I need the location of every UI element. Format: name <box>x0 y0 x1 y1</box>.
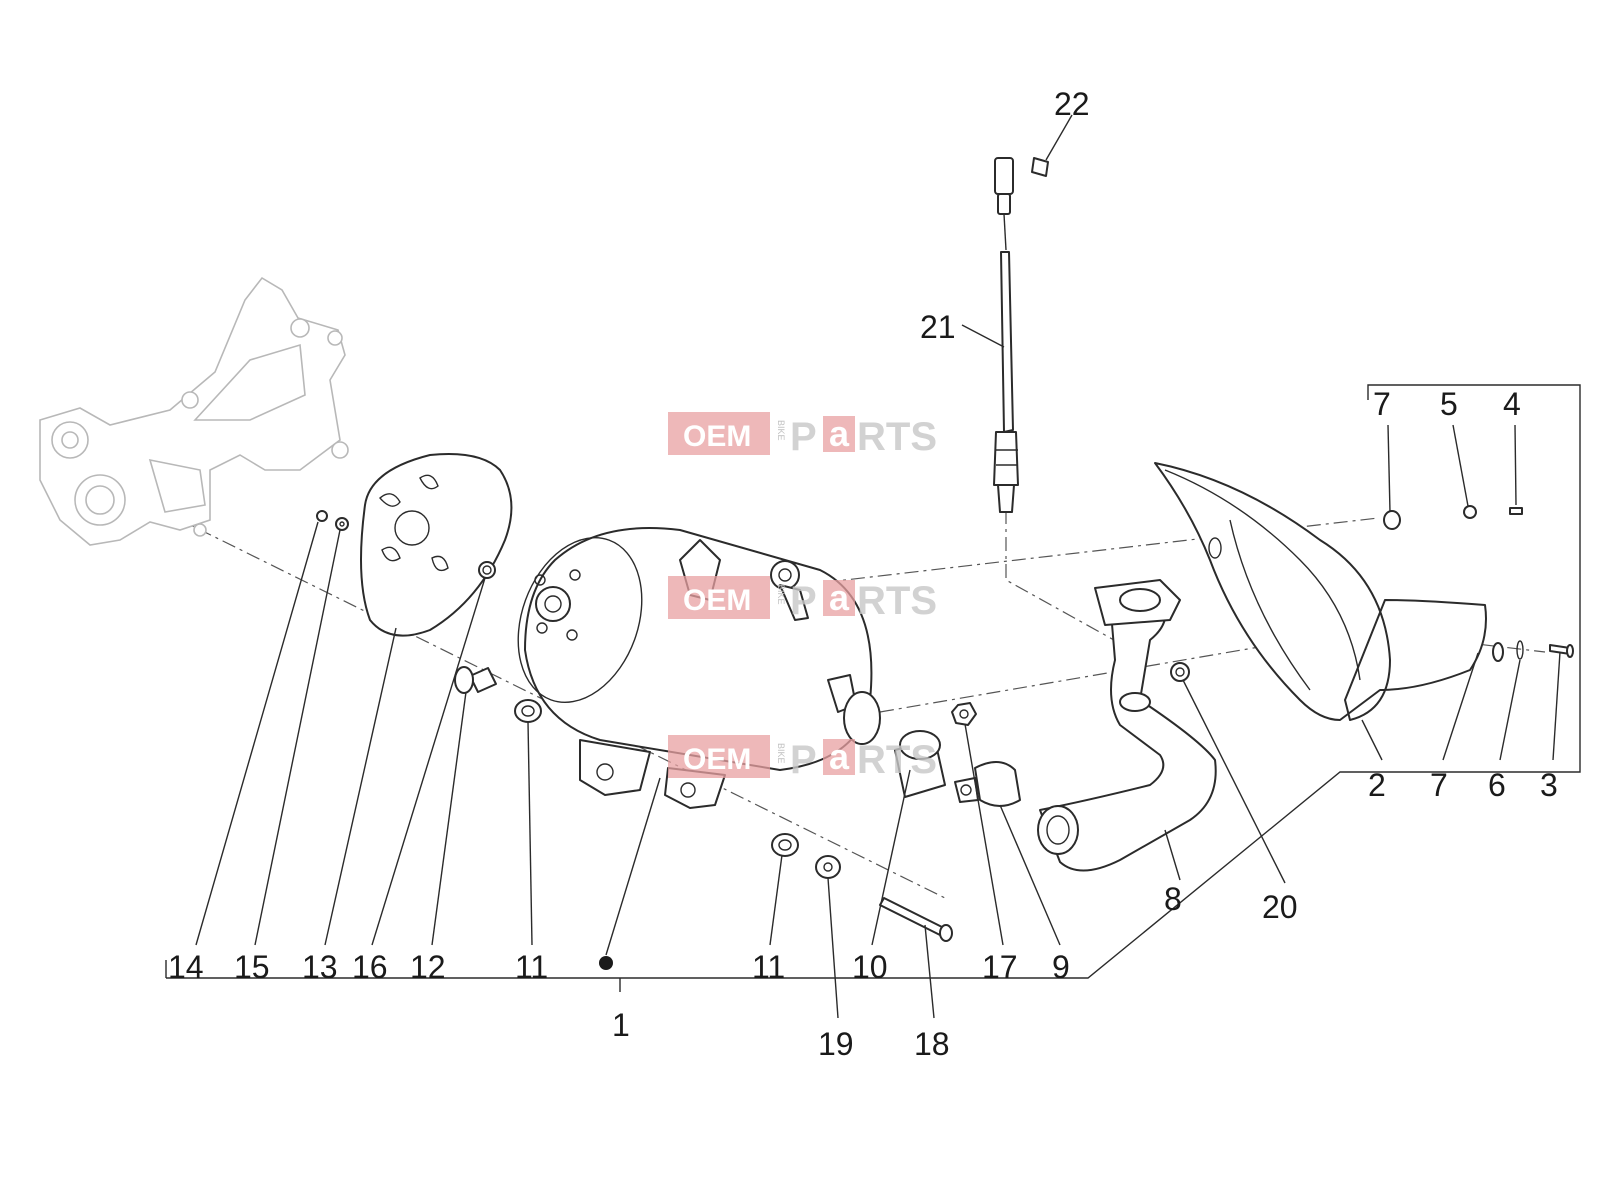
guard-washer <box>1463 505 1477 519</box>
assembly-group-bracket <box>165 384 1581 992</box>
callout-12: 12 <box>410 949 446 985</box>
cover-washer <box>335 517 349 531</box>
lambda-sensor <box>993 157 1019 513</box>
callout-7-top: 7 <box>1373 386 1391 422</box>
clamp-nut <box>951 702 977 726</box>
callout-16: 16 <box>352 949 388 985</box>
guard-screw-lower <box>1549 644 1574 658</box>
callout-22: 22 <box>1054 86 1090 122</box>
callout-13: 13 <box>302 949 338 985</box>
svg-text:OEM: OEM <box>683 743 751 776</box>
guard-screw-upper <box>1509 507 1523 515</box>
callout-18: 18 <box>914 1026 950 1062</box>
svg-text:a: a <box>829 736 850 777</box>
exhaust-manifold <box>1037 579 1217 872</box>
callout-7-bottom: 7 <box>1430 767 1448 803</box>
spacer-bushing <box>454 666 497 694</box>
svg-text:a: a <box>829 577 850 618</box>
svg-text:RTS: RTS <box>857 415 937 459</box>
callout-8: 8 <box>1164 881 1182 917</box>
svg-text:RTS: RTS <box>857 579 937 623</box>
callout-14: 14 <box>168 949 204 985</box>
heat-shield-cover <box>360 453 513 637</box>
callout-6: 6 <box>1488 767 1506 803</box>
svg-text:P: P <box>790 415 817 459</box>
silencer-guard-cover <box>1154 462 1487 721</box>
mount-bolt <box>879 897 953 942</box>
callout-5: 5 <box>1440 386 1458 422</box>
svg-text:RTS: RTS <box>857 738 937 782</box>
callout-9: 9 <box>1052 949 1070 985</box>
cover-screw <box>316 510 328 522</box>
rubber-mount-upper <box>514 699 542 723</box>
callout-20: 20 <box>1262 889 1298 925</box>
watermark-middle: OEM BIKE P a RTS <box>668 576 937 623</box>
callout-4: 4 <box>1503 386 1521 422</box>
watermark-bottom: OEM BIKE P a RTS <box>668 735 937 782</box>
rear-bolt-axis-line <box>1399 634 1546 653</box>
svg-text:a: a <box>829 413 850 454</box>
assembly-dot-marker <box>599 956 613 970</box>
leader-lines <box>195 114 1561 1019</box>
callout-1: 1 <box>612 1007 630 1043</box>
guard-grommet-upper <box>1383 510 1401 530</box>
callout-17: 17 <box>982 949 1018 985</box>
guard-o-ring <box>1516 640 1524 660</box>
svg-text:BIKE: BIKE <box>776 584 786 605</box>
guard-grommet-lower <box>1492 642 1504 662</box>
watermark-top: OEM BIKE P a RTS <box>668 412 937 459</box>
callout-labels: 14 15 13 16 12 11 11 10 17 9 1 19 18 8 2… <box>168 86 1558 1062</box>
svg-text:OEM: OEM <box>683 420 751 453</box>
svg-text:OEM: OEM <box>683 584 751 617</box>
callout-10: 10 <box>852 949 888 985</box>
rubber-mount-lower <box>771 833 799 857</box>
callout-19: 19 <box>818 1026 854 1062</box>
cover-grommet <box>478 561 496 579</box>
pipe-clamp <box>954 761 1021 807</box>
svg-text:P: P <box>790 579 817 623</box>
svg-text:BIKE: BIKE <box>776 743 786 764</box>
callout-11-left: 11 <box>515 949 548 985</box>
callout-21: 21 <box>920 309 956 345</box>
swingarm-frame <box>39 276 349 546</box>
lower-axis-line <box>879 639 1301 713</box>
svg-text:BIKE: BIKE <box>776 420 786 441</box>
sensor-clip <box>1031 157 1049 177</box>
svg-text:P: P <box>790 738 817 782</box>
callout-15: 15 <box>234 949 270 985</box>
manifold-nut <box>1170 662 1190 682</box>
callout-11-right: 11 <box>752 949 785 985</box>
mount-washer <box>815 855 841 879</box>
callout-3: 3 <box>1540 767 1558 803</box>
callout-2: 2 <box>1368 767 1386 803</box>
